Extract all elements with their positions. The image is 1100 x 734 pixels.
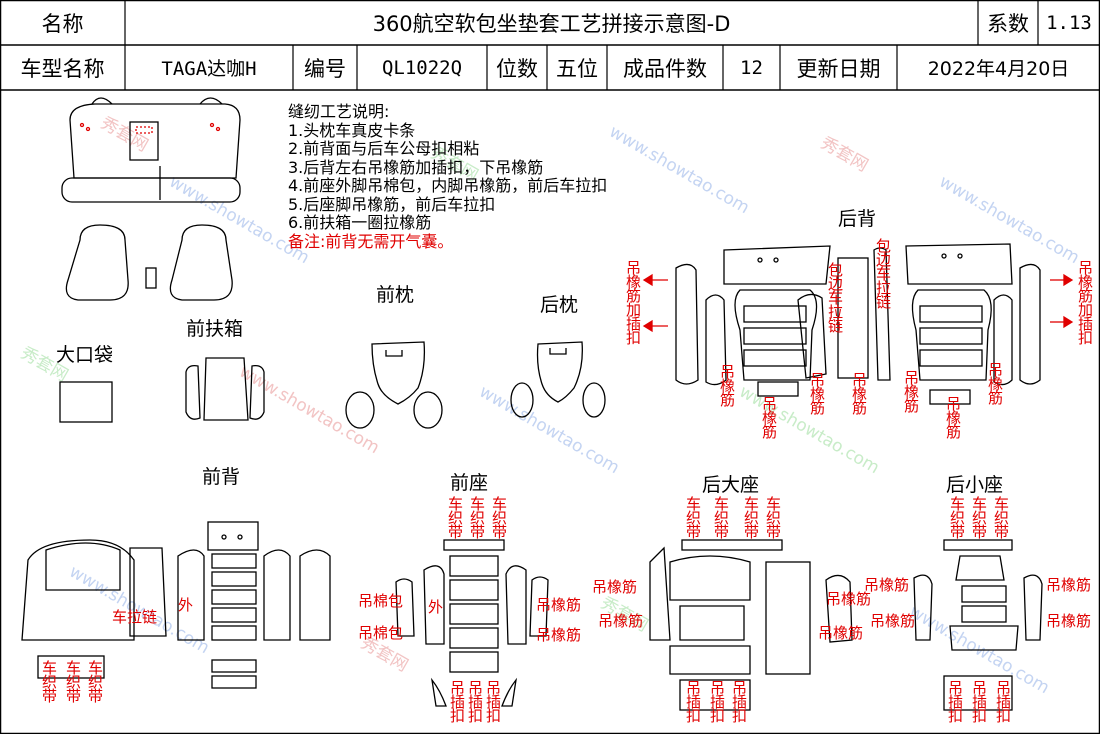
annotation-hang-clip: 吊插扣: [730, 680, 748, 722]
section-rear-big-seat: 后大座: [702, 474, 760, 496]
annotation-hang-elastic: 吊橡筋: [808, 372, 826, 414]
annotation-outer: 外: [178, 596, 194, 614]
annotation-hang-clip: 吊插扣: [684, 680, 702, 722]
rear-back-shapes: [675, 243, 1041, 405]
annotation-hang-clip: 吊插扣: [448, 680, 466, 722]
section-rear-pillow: 后枕: [540, 294, 579, 316]
annotation-hang-clip: 吊插扣: [994, 680, 1012, 722]
coefficient-label: 系数: [987, 11, 1029, 36]
seats-label: 位数: [496, 56, 538, 81]
annotation-woven-belt: 车织带: [64, 660, 82, 702]
seat-overview-drawing: [61, 97, 241, 301]
annotation-hang-elastic: 吊橡筋: [1046, 612, 1092, 630]
annotation-hang-clip: 吊插扣: [466, 680, 484, 722]
note-item: 3.后背左右吊橡筋加插扣，下吊橡筋: [288, 157, 544, 177]
arrow-icon: [642, 273, 1074, 333]
rear-big-seat-shapes: [649, 539, 853, 711]
annotation-hang-cotton: 吊棉包: [358, 624, 404, 642]
note-item: 2.前背面与后车公母扣相粘: [288, 139, 480, 158]
rear-small-seat-shapes: [913, 539, 1043, 711]
notes-heading: 缝纫工艺说明:: [288, 102, 390, 121]
annotation-woven-belt: 车织带: [970, 496, 988, 538]
note-item: 5.后座脚吊橡筋，前后车拉扣: [288, 194, 496, 214]
seats-value: 五位: [556, 56, 598, 81]
model-label: 车型名称: [20, 56, 105, 81]
big-pocket-shape: [59, 381, 113, 423]
annotation-hang-elastic: 吊橡筋: [598, 612, 644, 630]
front-back-shapes: [21, 521, 331, 689]
annotation-woven-belt: 车织带: [40, 660, 58, 702]
section-front-seat: 前座: [450, 472, 489, 494]
note-item: 1.头枕车真皮卡条: [288, 120, 416, 140]
annotation-hang-elastic: 吊橡筋: [986, 362, 1004, 404]
annotation-woven-belt: 车织带: [764, 496, 782, 538]
code-label: 编号: [304, 56, 346, 81]
annotation-woven-belt: 车织带: [684, 496, 702, 538]
date-value: 2022年4月20日: [927, 58, 1070, 80]
annotation-hang-elastic: 吊橡筋: [760, 396, 778, 438]
annotation-hang-elastic: 吊橡筋: [944, 396, 962, 438]
annotation-hang-elastic-clip: 吊橡筋加插扣: [1076, 260, 1094, 344]
section-front-pillow: 前枕: [376, 284, 415, 306]
annotation-hang-elastic: 吊橡筋: [536, 596, 582, 614]
annotation-hang-elastic: 吊橡筋: [1046, 576, 1092, 594]
annotation-hang-elastic: 吊橡筋: [902, 370, 920, 412]
name-label: 名称: [41, 11, 84, 36]
annotation-woven-belt: 车织带: [490, 496, 508, 538]
annotation-hang-elastic: 吊橡筋: [536, 626, 582, 644]
coefficient-value: 1.13: [1046, 11, 1092, 34]
note-item: 4.前座外脚吊棉包，内脚吊橡筋，前后车拉扣: [288, 176, 608, 195]
annotation-hang-clip: 吊插扣: [970, 680, 988, 722]
annotation-hang-elastic: 吊橡筋: [718, 364, 736, 406]
annotation-hang-clip: 吊插扣: [946, 680, 964, 722]
section-front-back: 前背: [202, 466, 241, 488]
notes-remark: 备注:前背无需开气囊。: [288, 231, 454, 251]
annotation-hang-cotton: 吊棉包: [358, 592, 404, 610]
annotation-hang-elastic: 吊橡筋: [870, 612, 916, 630]
section-front-armrest: 前扶箱: [186, 318, 244, 340]
annotation-hang-elastic: 吊橡筋: [850, 372, 868, 414]
rear-pillow-shapes: [510, 341, 606, 418]
annotation-woven-belt: 车织带: [948, 496, 966, 538]
pieces-value: 12: [740, 56, 763, 79]
annotation-woven-belt: 车织带: [446, 496, 464, 538]
section-rear-small-seat: 后小座: [946, 474, 1004, 496]
annotation-car-zipper: 车拉链: [112, 608, 158, 626]
annotation-woven-belt: 车织带: [742, 496, 760, 538]
annotation-hang-elastic: 吊橡筋: [826, 590, 872, 608]
sewing-notes: 缝纫工艺说明: 1.头枕车真皮卡条 2.前背面与后车公母扣相粘 3.后背左右吊橡…: [288, 102, 608, 251]
annotation-woven-belt: 车织带: [86, 660, 104, 702]
annotation-hang-elastic: 吊橡筋: [592, 578, 638, 596]
front-armrest-shapes: [185, 357, 265, 421]
annotation-hang-elastic: 吊橡筋: [818, 624, 864, 642]
annotation-hang-elastic: 吊橡筋: [864, 576, 910, 594]
annotation-woven-belt: 车织带: [712, 496, 730, 538]
section-rear-back: 后背: [838, 208, 877, 230]
front-pillow-shapes: [345, 341, 443, 429]
annotation-hang-elastic-clip: 吊橡筋加插扣: [624, 260, 642, 344]
pieces-label: 成品件数: [623, 56, 707, 81]
code-value: QL1022Q: [381, 56, 463, 79]
model-value: TAGA达咖H: [161, 58, 257, 80]
annotation-edge-zipper: 包边车拉链: [826, 262, 844, 332]
annotation-hang-clip: 吊插扣: [708, 680, 726, 722]
note-item: 6.前扶箱一圈拉橡筋: [288, 213, 432, 232]
annotation-woven-belt: 车织带: [468, 496, 486, 538]
annotation-hang-clip: 吊插扣: [484, 680, 502, 722]
annotation-outer: 外: [428, 598, 444, 616]
annotation-edge-zipper: 包边车拉链: [874, 238, 892, 308]
date-label: 更新日期: [796, 56, 881, 81]
sheet-title: 360航空软包坐垫套工艺拼接示意图-D: [372, 11, 731, 36]
annotation-woven-belt: 车织带: [992, 496, 1010, 538]
section-big-pocket: 大口袋: [56, 344, 114, 366]
front-seat-shapes: [395, 539, 549, 707]
